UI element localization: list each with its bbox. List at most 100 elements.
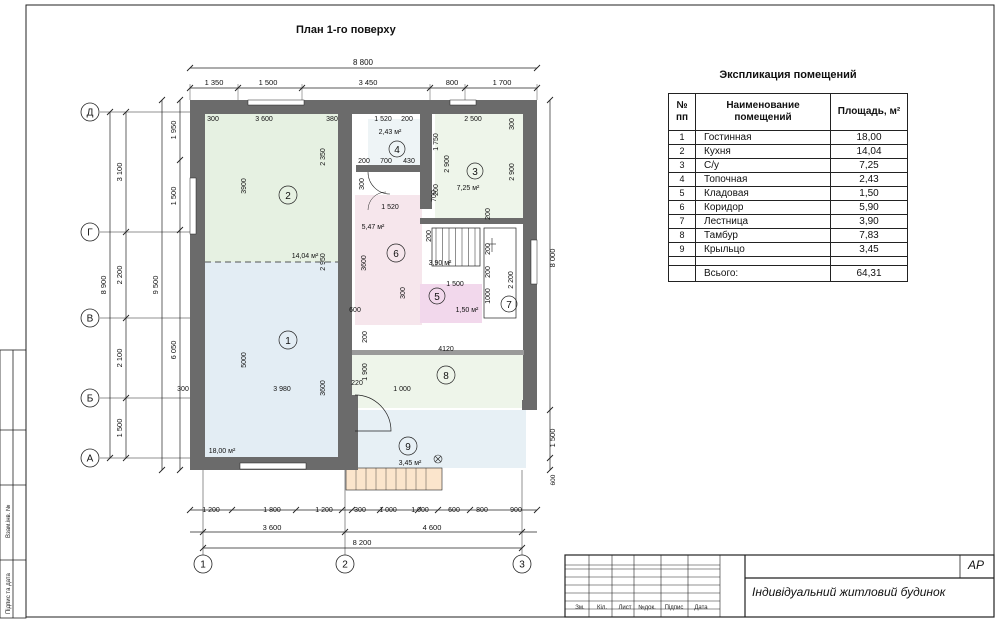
wall-west: [190, 100, 205, 470]
interior-dimension-label: 380: [326, 116, 338, 123]
interior-dimension-label: 2 950: [320, 253, 327, 271]
door-arc: [367, 171, 391, 195]
room-area-label: 14,04 м²: [292, 253, 319, 260]
dimension-tick: [122, 394, 130, 402]
interior-dimension-label: 2 900: [509, 163, 516, 181]
room-number-circle: [278, 330, 298, 350]
dimension-tick: [122, 454, 130, 462]
dimension-label: 6 050: [169, 341, 178, 360]
door-arc-entrance: [354, 394, 392, 432]
wall-interior-main: [338, 114, 352, 457]
explication-cell-area: 7,25: [830, 158, 908, 173]
dimension-tick: [106, 108, 114, 116]
dimension-label: 1 950: [169, 121, 178, 140]
room-area-label: 5,47 м²: [362, 224, 385, 231]
dimension-label: 8 800: [353, 58, 374, 67]
dimension-label: 3 450: [359, 78, 378, 87]
dimension-label: 1 000: [379, 507, 397, 514]
room-number: 3: [472, 167, 478, 178]
dimension-label: 3 600: [263, 523, 282, 532]
room-2-kitchen-fill: [205, 114, 338, 262]
dimension-label: 900: [510, 507, 522, 514]
explication-cell-name: Лестница: [695, 214, 831, 229]
axis-bubble-Д-label: Д: [87, 108, 94, 119]
interior-dimension-label: 1 000: [393, 386, 411, 393]
interior-dimension-label: 220: [351, 380, 363, 387]
room-number: 4: [394, 145, 400, 156]
dimension-label: 1 500: [169, 187, 178, 206]
sheet-frame: [25, 4, 995, 618]
interior-dimension-label: 430: [403, 158, 415, 165]
dimension-tick: [176, 466, 184, 474]
interior-dimension-label: 200: [485, 266, 492, 278]
dimension-tick: [158, 466, 166, 474]
room-number-circle: [428, 287, 446, 305]
wall-boiler-south: [356, 165, 421, 172]
axis-bubble-А-label: А: [87, 454, 94, 465]
room-number-circle: [466, 162, 484, 180]
dimension-tick: [518, 544, 526, 552]
dimension-label: 1 000: [411, 507, 429, 514]
room-4-boiler-fill: [368, 119, 420, 171]
dimension-tick: [414, 506, 422, 514]
dimension-tick: [176, 96, 184, 104]
dimension-label: 2 100: [115, 349, 124, 368]
room-5-storage-fill: [420, 284, 482, 323]
explication-cell-num: 5: [668, 186, 696, 201]
header-num: № пп: [668, 93, 696, 131]
interior-dimension-label: 3600: [361, 255, 368, 271]
dimension-label: 600: [550, 474, 557, 485]
room-area-label: 3,45 м²: [399, 460, 422, 467]
interior-dimension-label: 2 500: [464, 116, 482, 123]
interior-dimension-label: 3600: [320, 380, 327, 396]
dimension-label: 800: [446, 78, 459, 87]
door-arc: [367, 191, 387, 211]
explication-spacer-row: [668, 256, 908, 266]
axis-bubble-Г-label: Г: [87, 228, 93, 239]
dimension-tick: [518, 528, 526, 536]
dimension-tick: [546, 406, 554, 414]
room-area-label: 7,25 м²: [457, 185, 480, 192]
explication-cell-name: Крыльцо: [695, 242, 831, 257]
interior-dimension-label: 2 900: [444, 155, 451, 173]
dimension-label: 1 800: [263, 507, 281, 514]
explication-cell-num: 7: [668, 214, 696, 229]
room-number-circle: [500, 295, 518, 313]
interior-dimension-label: 200: [485, 208, 492, 220]
explication-cell-name: Кухня: [695, 144, 831, 159]
dimension-tick: [341, 528, 349, 536]
interior-dimension-label: 1 750: [433, 133, 440, 151]
room-number-circle: [388, 140, 406, 158]
wall-vestibule-north: [352, 350, 524, 355]
dimension-label: 1 200: [202, 507, 220, 514]
interior-dimension-label: 1000: [485, 288, 492, 304]
axis-bubble-2: [335, 554, 355, 574]
dimension-label: 8 000: [548, 249, 557, 268]
dimension-tick: [228, 506, 236, 514]
explication-cell-num: 3: [668, 158, 696, 173]
explication-cell-name: Топочная: [695, 172, 831, 187]
dimension-tick: [186, 506, 194, 514]
room-area-label: 3,90 м²: [429, 260, 452, 267]
room-number-circle: [398, 436, 418, 456]
interior-dimension-label: 300: [207, 116, 219, 123]
total-empty: [668, 265, 696, 282]
interior-dimension-label: 600: [349, 307, 361, 314]
explication-cell-name: Коридор: [695, 200, 831, 215]
window-east: [530, 239, 538, 285]
dimension-label: 800: [476, 507, 488, 514]
axis-bubble-Д: [80, 102, 100, 122]
dimension-tick: [546, 466, 554, 474]
room-3-wc-fill: [435, 114, 523, 220]
dimension-label: 600: [448, 507, 460, 514]
window-north-1: [247, 99, 305, 106]
dimension-label: 1 200: [315, 507, 333, 514]
window-south: [239, 462, 307, 470]
stamp-column-label: Підпис: [664, 605, 684, 611]
wall-wc-west: [420, 114, 432, 209]
